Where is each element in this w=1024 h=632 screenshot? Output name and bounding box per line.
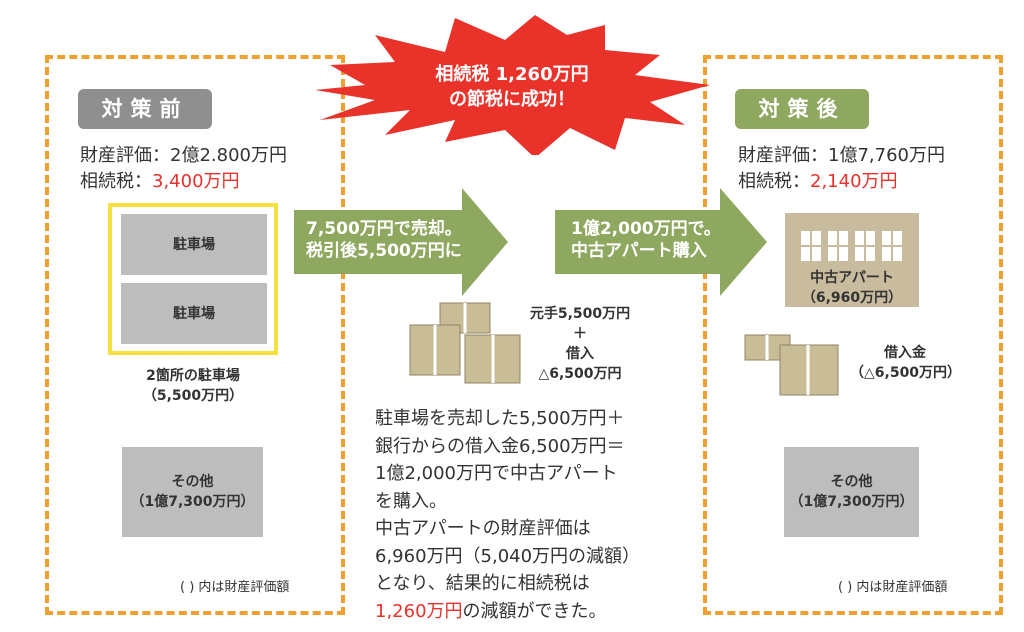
before-tax: 3,400万円 [152, 171, 240, 192]
burst-line2: の節税に成功！ [449, 89, 575, 110]
funds-own: 元手5,500万円 [529, 306, 631, 322]
after-tax: 2,140万円 [810, 171, 898, 192]
other-value: （1億7,300万円） [789, 494, 914, 510]
loan-caption: 借入金 （△6,500万円） [850, 343, 962, 383]
arrow1-line1: 7,500万円で売却。 [306, 219, 462, 239]
explanation-line: 銀行からの借入金6,500万円＝ [375, 435, 625, 457]
loan-label: 借入金 [884, 345, 926, 361]
sell-arrow: 7,500万円で売却。税引後5,500万円に [294, 188, 509, 300]
tax-label: 相続税： [738, 171, 810, 192]
parking-lot-1: 駐車場 [121, 214, 267, 275]
funds-caption: 元手5,500万円 ＋ 借入 △6,500万円 [525, 304, 635, 384]
after-other: その他 （1億7,300万円） [784, 447, 919, 537]
burst-text: 相続税 1,260万円 の節税に成功！ [412, 62, 612, 112]
money-stack-icon [409, 302, 521, 384]
funds-loan: △6,500万円 [538, 366, 622, 382]
after-panel [703, 55, 1003, 615]
parking-lot-2: 駐車場 [121, 283, 267, 344]
explanation-line: 駐車場を売却した5,500万円＋ [375, 408, 625, 429]
apartment-name: 中古アパート [810, 270, 894, 286]
burst-line1: 相続税 1,260万円 [435, 64, 589, 85]
other-value: （1億7,300万円） [130, 494, 255, 510]
parking-caption-1: 2箇所の駐車場 [146, 368, 240, 384]
arrow1-line2: 税引後5,500万円に [306, 241, 462, 261]
arrow2-line1: 1億2,000万円で。 [571, 219, 721, 239]
arrow2-line2: 中古アパート購入 [571, 241, 707, 261]
buy-arrow: 1億2,000万円で。中古アパート購入 [555, 188, 770, 300]
loan-money-icon [744, 334, 839, 396]
explanation-text: 駐車場を売却した5,500万円＋ 銀行からの借入金6,500万円＝ 1億2,00… [375, 405, 640, 625]
before-summary: 財産評価：2億2.800万円 相続税：3,400万円 [80, 143, 287, 195]
other-label: その他 [171, 474, 214, 490]
before-note: ( ) 内は財産評価額 [180, 580, 290, 595]
parking-caption: 2箇所の駐車場 （5,500万円） [120, 366, 266, 406]
loan-value: （△6,500万円） [850, 365, 962, 381]
apartment-building: 中古アパート （6,960万円） [785, 213, 919, 307]
apartment-label: 中古アパート （6,960万円） [785, 268, 919, 308]
after-summary: 財産評価：1億7,760万円 相続税：2,140万円 [738, 143, 945, 195]
before-panel [45, 55, 345, 615]
valuation-label: 財産評価： [80, 145, 170, 166]
explanation-line: を購入。 [375, 490, 447, 512]
before-valuation: 2億2.800万円 [170, 145, 287, 166]
savings-amount: 1,260万円 [375, 600, 463, 622]
funds-loan-label: 借入 [566, 346, 594, 362]
explanation-line: となり、結果的に相続税は [375, 573, 590, 594]
explanation-tail: の減額ができた。 [462, 600, 607, 622]
funds-plus: ＋ [573, 326, 587, 342]
after-badge: 対策後 [735, 89, 869, 129]
before-other: その他 （1億7,300万円） [122, 447, 263, 537]
tax-label: 相続税： [80, 171, 152, 192]
parking-group [108, 203, 278, 355]
after-valuation: 1億7,760万円 [828, 145, 945, 166]
explanation-line: 中古アパートの財産評価は [375, 518, 591, 539]
before-badge: 対策前 [78, 89, 212, 129]
after-note: ( ) 内は財産評価額 [838, 580, 948, 595]
apartment-value: （6,960万円） [801, 290, 903, 306]
explanation-line: 6,960万円（5,040万円の減額） [375, 545, 641, 567]
other-label: その他 [830, 474, 873, 490]
apartment-windows-icon [801, 231, 905, 261]
parking-caption-2: （5,500万円） [142, 388, 244, 404]
explanation-line: 1億2,000万円で中古アパート [375, 463, 618, 484]
savings-burst [315, 15, 710, 155]
valuation-label: 財産評価： [738, 145, 828, 166]
